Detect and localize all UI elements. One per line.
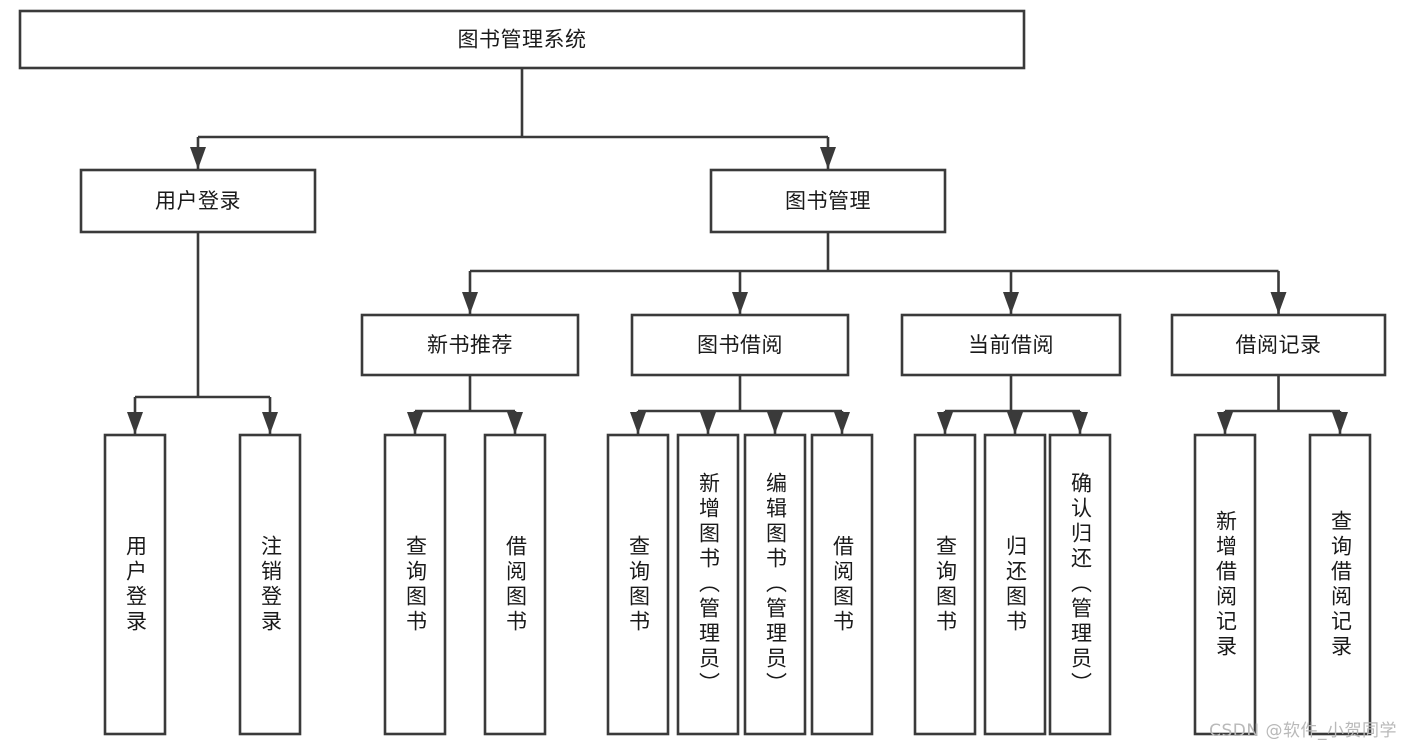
arrow-head-icon-book-management [820,147,836,169]
node-box-leaf-query-book-3[interactable] [913,433,977,736]
node-box-leaf-borrow-book-1[interactable] [483,433,547,736]
arrow-head-icon-leaf-add-book [700,412,716,434]
node-box-root[interactable] [18,9,1026,70]
arrow-head-icon-new-book-recommend [462,292,478,314]
node-label-new-book-recommend: 新书推荐 [427,333,513,357]
arrow-head-icon-leaf-query-book-2 [630,412,646,434]
arrow-head-icon-leaf-query-record [1332,412,1348,434]
node-box-leaf-user-login[interactable] [103,433,167,736]
arrow-head-icon-borrow-record [1270,292,1287,314]
node-box-book-management[interactable] [709,168,947,234]
arrow-head-icon-leaf-query-book-3 [937,412,953,434]
node-box-leaf-query-book-1[interactable] [383,433,447,736]
arrow-head-icon-leaf-logout [262,412,278,434]
node-box-current-borrow[interactable] [900,313,1122,377]
connector-lines [127,68,1348,434]
node-box-leaf-add-record[interactable] [1193,433,1257,736]
node-box-book-borrow[interactable] [630,313,850,377]
node-label-current-borrow: 当前借阅 [968,333,1054,357]
node-label-root: 图书管理系统 [458,28,587,52]
node-box-leaf-confirm-return[interactable] [1048,433,1112,736]
node-box-new-book-recommend[interactable] [360,313,580,377]
arrow-head-icon-leaf-edit-book [767,412,783,434]
node-label-borrow-record: 借阅记录 [1236,333,1322,357]
arrow-head-icon-leaf-borrow-book-1 [507,412,523,434]
arrow-head-icon-leaf-add-record [1217,412,1233,434]
node-box-leaf-return-book[interactable] [983,433,1047,736]
arrow-head-icon-leaf-confirm-return [1072,412,1088,434]
node-box-leaf-borrow-book-2[interactable] [810,433,874,736]
arrow-head-icon-current-borrow [1003,292,1019,314]
node-box-borrow-record[interactable] [1170,313,1387,377]
node-label-book-borrow: 图书借阅 [697,333,783,357]
node-boxes [18,9,1387,736]
arrow-head-icon-leaf-user-login [127,412,143,434]
node-box-leaf-add-book[interactable] [676,433,740,736]
node-label-book-management: 图书管理 [785,189,871,213]
arrow-head-icon-leaf-query-book-1 [407,412,423,434]
node-box-leaf-query-book-2[interactable] [606,433,670,736]
arrow-head-icon-leaf-return-book [1007,412,1023,434]
arrow-head-icon-user-login [190,147,206,169]
node-label-user-login: 用户登录 [155,189,241,213]
node-box-user-login[interactable] [79,168,317,234]
watermark-text: CSDN @软件_小贺同学 [1209,721,1397,741]
arrow-head-icon-leaf-borrow-book-2 [834,412,850,434]
node-box-leaf-logout[interactable] [238,433,302,736]
node-box-leaf-query-record[interactable] [1308,433,1372,736]
arrow-head-icon-book-borrow [732,292,748,314]
node-box-leaf-edit-book[interactable] [743,433,807,736]
